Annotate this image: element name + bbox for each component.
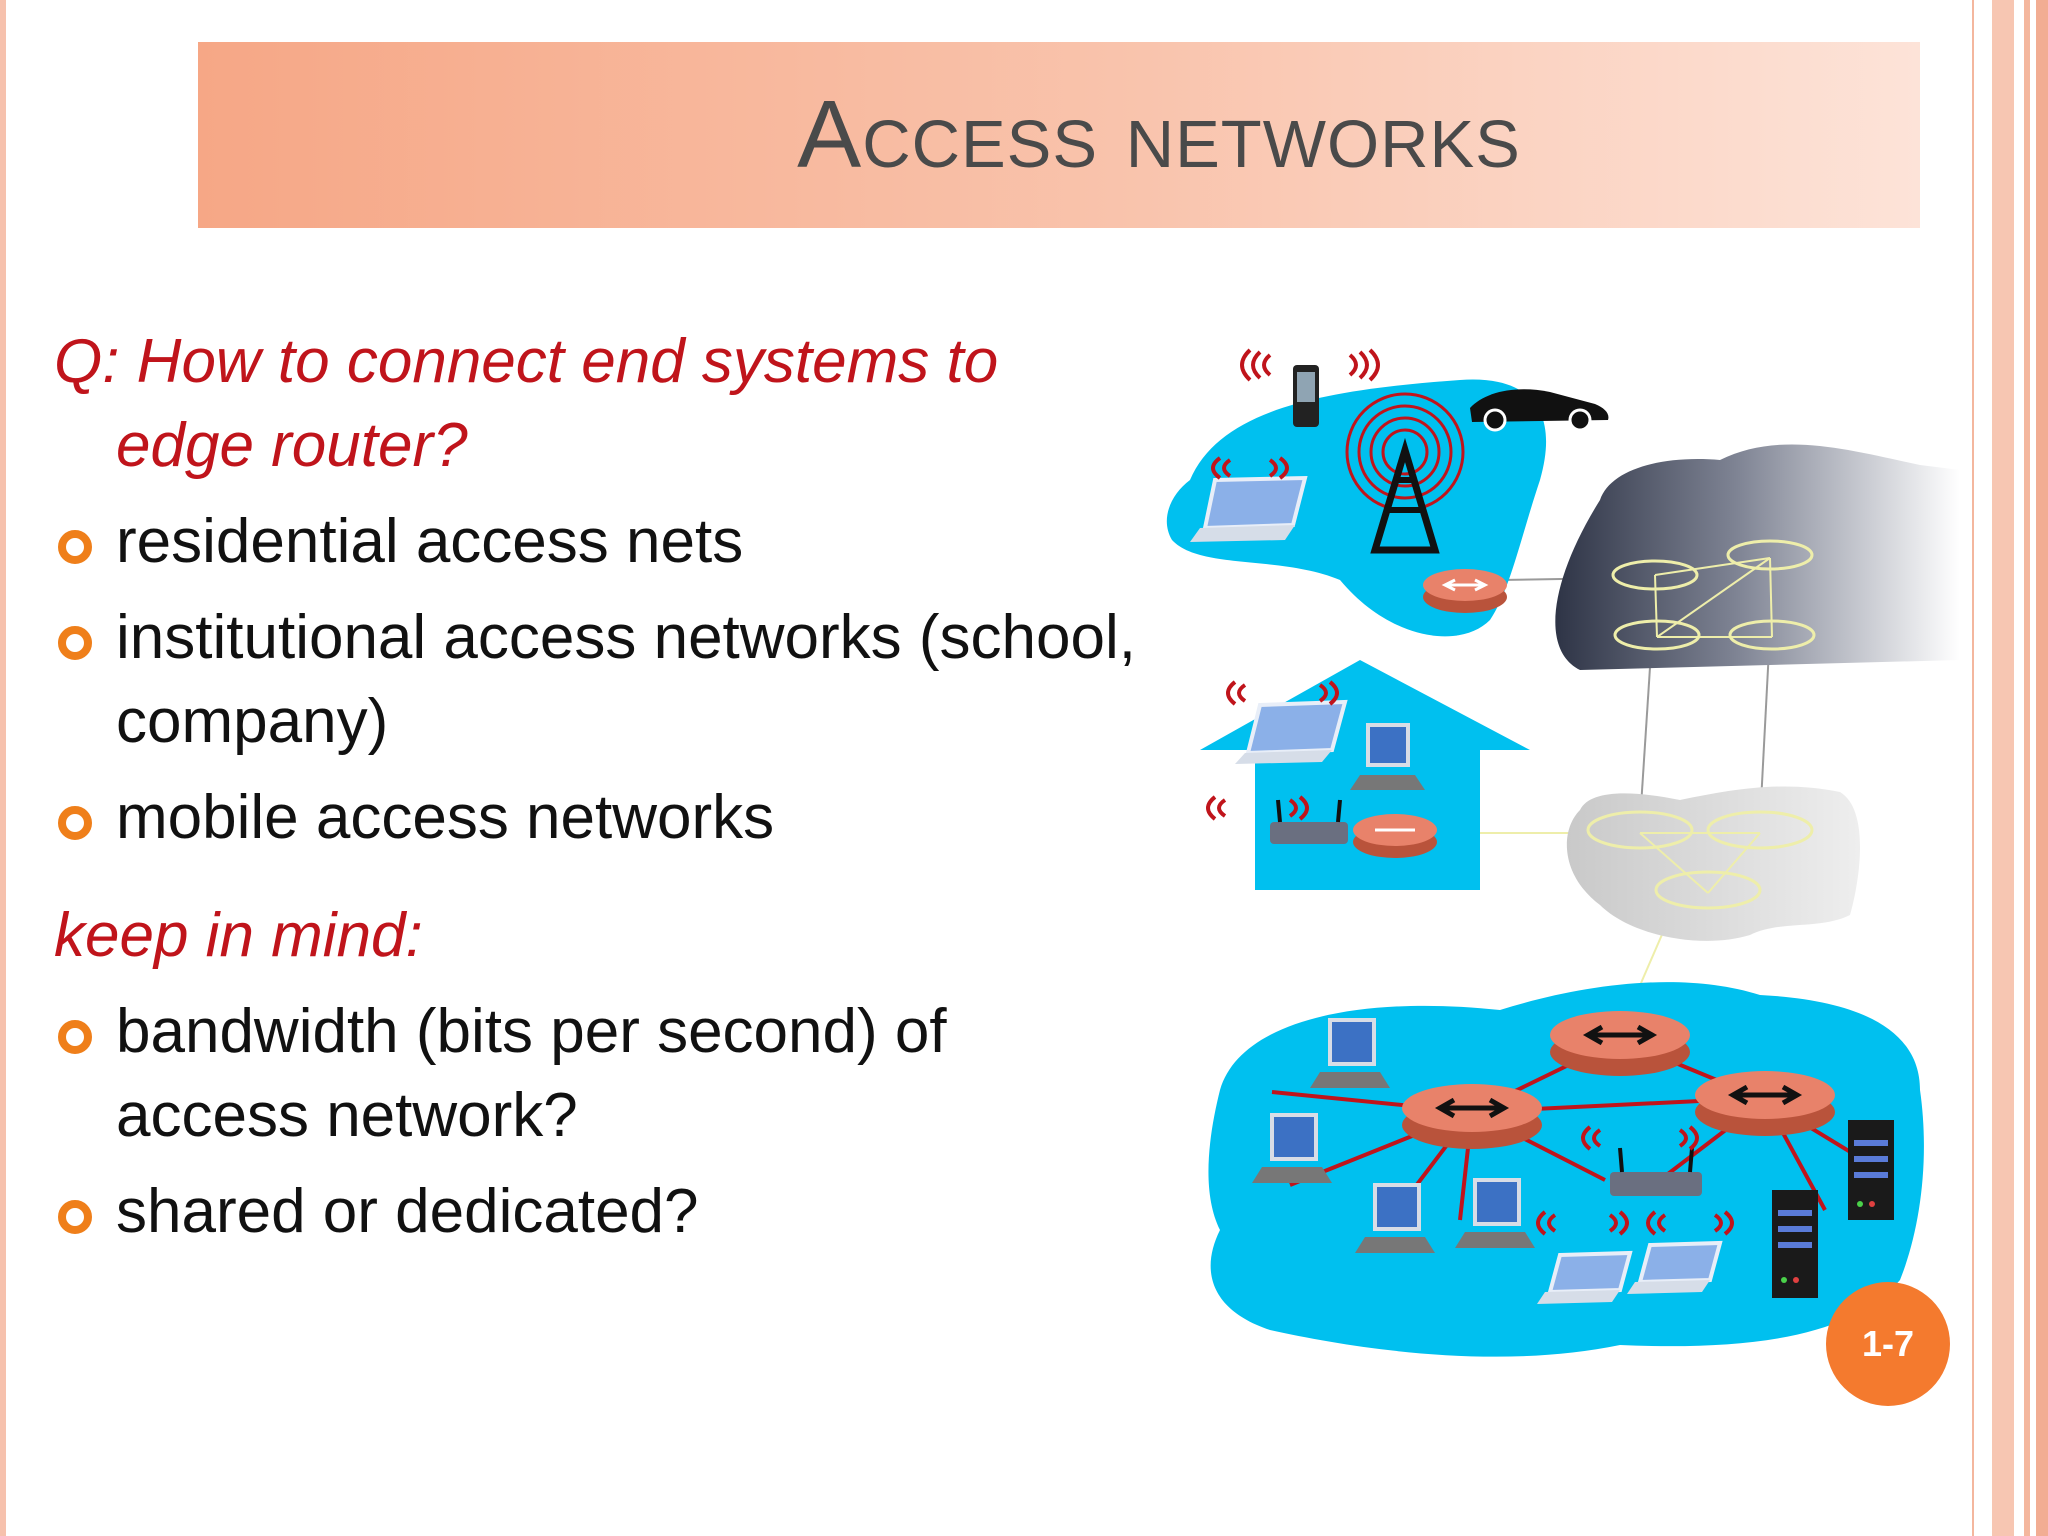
institutional-router-icon: [1550, 1011, 1690, 1076]
access-network-diagram: [1166, 348, 1960, 1357]
laptop-icon: [1190, 475, 1308, 542]
wireless-signal-icon: [1211, 348, 1380, 480]
slide-title: Access networks: [797, 81, 1521, 188]
institutional-router-icon: [1402, 1084, 1542, 1149]
desktop-computer-icon: [1355, 1183, 1435, 1253]
home-network: [1200, 660, 1530, 890]
desktop-computer-icon: [1455, 1178, 1535, 1248]
institutional-network: [1208, 982, 1924, 1357]
car-icon: [1470, 389, 1609, 432]
title-band: [198, 42, 1920, 228]
mobile-network: [1166, 348, 1609, 637]
bullet-text: institutional access networks (school, c…: [116, 603, 1137, 756]
bullet-ring-icon: [58, 626, 92, 660]
slide-content: Q: How to connect end systems to edge ro…: [54, 320, 1144, 1254]
bullet-ring-icon: [58, 1020, 92, 1054]
bullet-ring-icon: [58, 530, 92, 564]
slide-left-edge: [0, 0, 6, 1536]
laptop-icon: [1235, 699, 1348, 764]
cell-tower-icon: [1345, 392, 1465, 554]
question-text: Q: How to connect end systems to edge ro…: [54, 327, 999, 480]
bullet-ring-icon: [58, 806, 92, 840]
bullet-residential: residential access nets: [54, 500, 1144, 584]
laptop-icon: [1537, 1250, 1633, 1304]
bullet-text: mobile access networks: [116, 783, 775, 852]
bullet-shared: shared or dedicated?: [54, 1170, 1144, 1254]
slide-right-stripes: [1964, 0, 2048, 1536]
core-network-middle: [1566, 786, 1860, 941]
bullet-text: shared or dedicated?: [116, 1177, 699, 1246]
router-icon: [1423, 569, 1507, 613]
wifi-access-point-icon: [1270, 799, 1348, 844]
smartphone-icon: [1293, 365, 1319, 427]
institutional-router-icon: [1695, 1071, 1835, 1136]
desktop-computer-icon: [1252, 1113, 1332, 1183]
bullet-institutional: institutional access networks (school, c…: [54, 596, 1144, 764]
home-router-icon: [1353, 814, 1437, 858]
server-icon: [1772, 1190, 1818, 1298]
bullet-ring-icon: [58, 1200, 92, 1234]
core-routers: [1586, 539, 1816, 910]
page-number-badge: 1-7: [1826, 1282, 1950, 1406]
keep-in-mind-heading: keep in mind:: [54, 901, 423, 970]
desktop-computer-icon: [1350, 723, 1425, 790]
wifi-access-point-icon: [1610, 1147, 1702, 1196]
bullet-mobile: mobile access networks: [54, 776, 1144, 860]
bullet-text: residential access nets: [116, 507, 744, 576]
laptop-icon: [1627, 1240, 1723, 1294]
bullet-bandwidth: bandwidth (bits per second) of access ne…: [54, 990, 1144, 1158]
wireless-signal-icon: [1536, 1125, 1734, 1236]
server-icon: [1848, 1120, 1894, 1220]
bullet-text: bandwidth (bits per second) of access ne…: [116, 997, 947, 1150]
desktop-computer-icon: [1310, 1018, 1390, 1088]
wireless-signal-icon: [1206, 680, 1339, 821]
